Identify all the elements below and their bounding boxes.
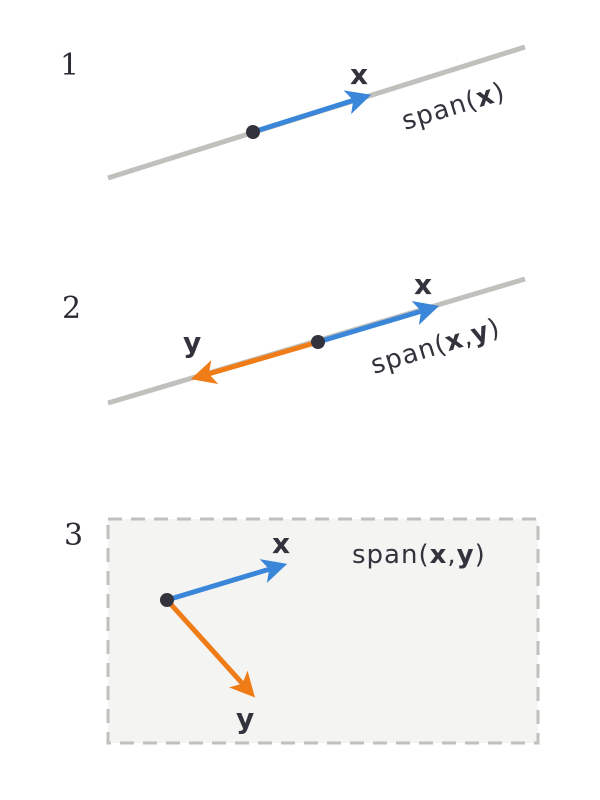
panel-2: 2 x y span(x,y) xyxy=(62,268,526,406)
panel-1-origin-dot xyxy=(246,125,260,139)
panel-3: 3 x y span(x,y) xyxy=(64,517,540,745)
panel-3-y-label: y xyxy=(236,702,254,735)
panel-1-x-vector xyxy=(252,90,372,135)
panel-2-y-vector xyxy=(190,339,319,385)
panel-3-origin-dot xyxy=(160,593,174,607)
panel-2-y-label: y xyxy=(183,326,201,359)
panel-1-x-label: x xyxy=(350,58,368,91)
panel-2-x-label: x xyxy=(414,268,432,301)
panel-2-origin-dot xyxy=(311,335,325,349)
panel-2-number: 2 xyxy=(62,291,81,326)
panel-3-x-vector xyxy=(166,559,288,603)
panel-3-x-label: x xyxy=(272,527,290,560)
panel-1-span-label: span(x) xyxy=(398,77,509,137)
panel-3-y-vector xyxy=(165,598,256,698)
panel-3-number: 3 xyxy=(64,518,83,553)
panel-3-span-label: span(x,y) xyxy=(352,540,486,570)
panel-3-span-plane xyxy=(106,517,540,745)
panel-2-x-vector xyxy=(317,301,440,345)
panel-1: 1 x span(x) xyxy=(60,44,526,181)
panel-1-number: 1 xyxy=(60,48,79,83)
